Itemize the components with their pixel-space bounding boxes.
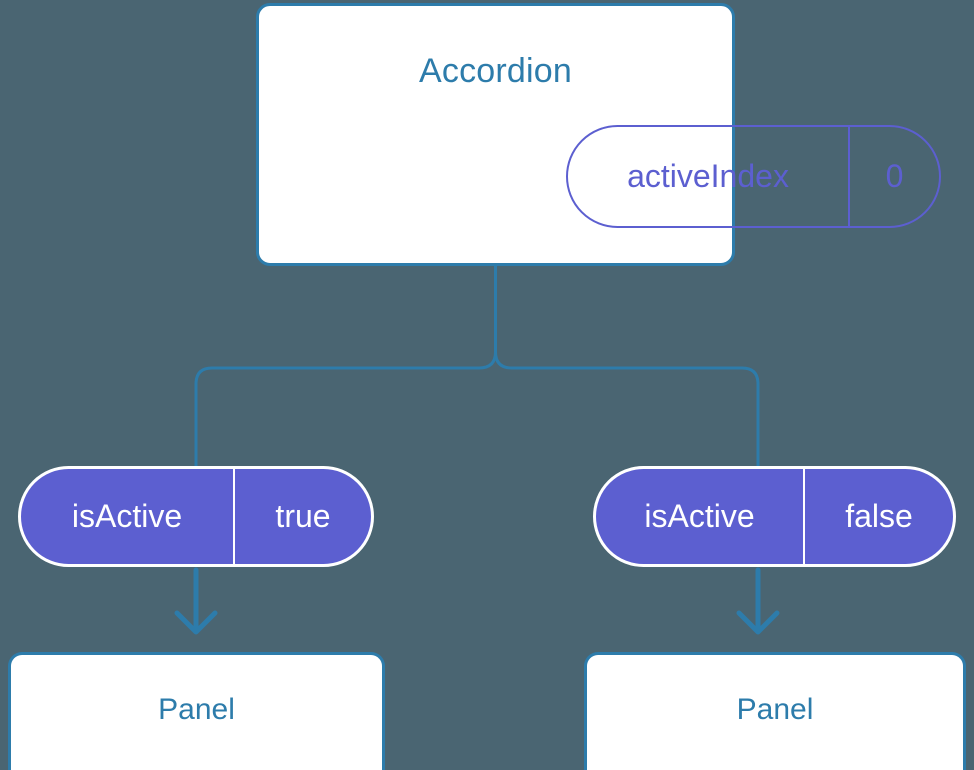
prop-chip-isactive-left-value: true (275, 498, 331, 534)
prop-chip-isactive-right[interactable]: isActive false (593, 466, 956, 567)
panel-card-title-left: Panel (158, 693, 235, 726)
accordion-card-title: Accordion (419, 52, 572, 90)
state-chip-activeindex-key: activeIndex (568, 127, 850, 226)
connector-root-to-right-branch (494, 264, 760, 468)
prop-chip-isactive-left-key: isActive (21, 469, 235, 564)
state-chip-activeindex-value: 0 (885, 158, 904, 194)
connector-root-to-left-branch (194, 264, 497, 468)
arrow-head-left-icon (174, 610, 218, 635)
panel-component-card-right[interactable]: Panel (584, 652, 966, 770)
prop-chip-isactive-left[interactable]: isActive true (18, 466, 374, 567)
panel-card-title-right: Panel (736, 693, 814, 726)
arrow-head-right-icon (736, 610, 780, 635)
accordion-component-card[interactable]: Accordion activeIndex 0 (256, 3, 941, 266)
panel-component-card-left[interactable]: Panel (8, 652, 385, 770)
prop-chip-isactive-right-value: false (845, 498, 913, 534)
state-chip-activeindex[interactable]: activeIndex 0 (566, 125, 941, 228)
prop-chip-isactive-right-key: isActive (596, 469, 805, 564)
